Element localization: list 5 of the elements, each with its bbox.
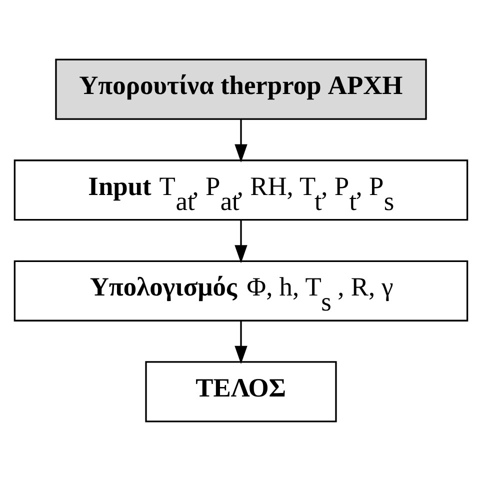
arrow (234, 220, 248, 264)
node-box: ΤΕΛΟΣ (145, 361, 337, 422)
node-box: Υπορουτίνα therprop ΑΡΧΗ (55, 58, 427, 120)
arrow (234, 320, 248, 364)
arrow (234, 119, 248, 162)
